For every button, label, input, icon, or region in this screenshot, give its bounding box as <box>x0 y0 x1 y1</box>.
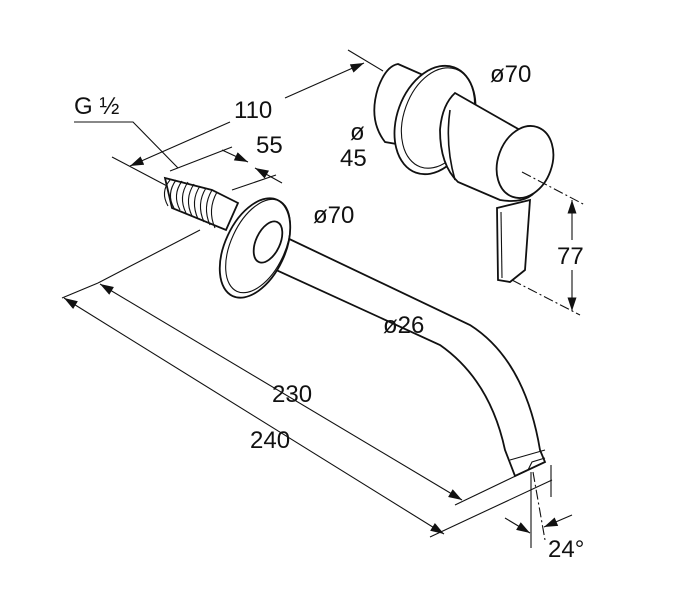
dimension-arrow <box>221 149 249 163</box>
dim-110-label: 110 <box>234 97 272 124</box>
jet-axis-line <box>532 471 546 541</box>
spout-diameter-label: ø26 <box>383 312 424 339</box>
extension-line <box>231 174 277 191</box>
dimension-77: 77 <box>511 171 586 316</box>
dim-55-label: 55 <box>256 132 283 159</box>
spout-aerator <box>509 449 546 471</box>
body-diameter-symbol: ø <box>350 119 365 146</box>
thread-label: G ½ <box>74 93 119 120</box>
thread-leader-line <box>74 121 179 169</box>
dimension-line <box>63 297 445 535</box>
mixer-flange-diameter-label: ø70 <box>490 61 531 88</box>
mixer-valve <box>373 63 555 283</box>
dimension-line <box>284 62 365 99</box>
angle-24: 24° <box>504 471 584 563</box>
dim-230-label: 230 <box>272 381 312 408</box>
dimension-line <box>129 121 231 167</box>
angle-arrow <box>543 514 573 528</box>
extension-line <box>169 146 233 172</box>
extension-line <box>97 229 201 284</box>
angle-arrow <box>504 517 531 534</box>
thread-connector <box>163 176 240 232</box>
spout-pipe <box>248 224 547 478</box>
dimension-110: 110 <box>111 49 384 197</box>
spout-wall-flange <box>218 197 292 299</box>
thread-callout: G ½ <box>74 93 179 169</box>
handle-cap <box>495 125 555 199</box>
dimension-240: 240 <box>61 282 553 538</box>
body-diameter-label: 45 <box>340 145 367 172</box>
spout-flange-diameter-label: ø70 <box>313 202 354 229</box>
lever-handle <box>496 198 531 283</box>
extension-line <box>347 49 384 72</box>
extension-line <box>429 479 553 538</box>
dim-240-label: 240 <box>250 427 290 454</box>
center-line <box>511 279 581 316</box>
center-line <box>521 171 586 206</box>
dimension-55: 55 <box>169 132 283 191</box>
lever-height-label: 77 <box>557 243 584 270</box>
angle-label: 24° <box>548 536 584 563</box>
dimension-arrow <box>254 167 283 184</box>
extension-line <box>61 282 99 299</box>
